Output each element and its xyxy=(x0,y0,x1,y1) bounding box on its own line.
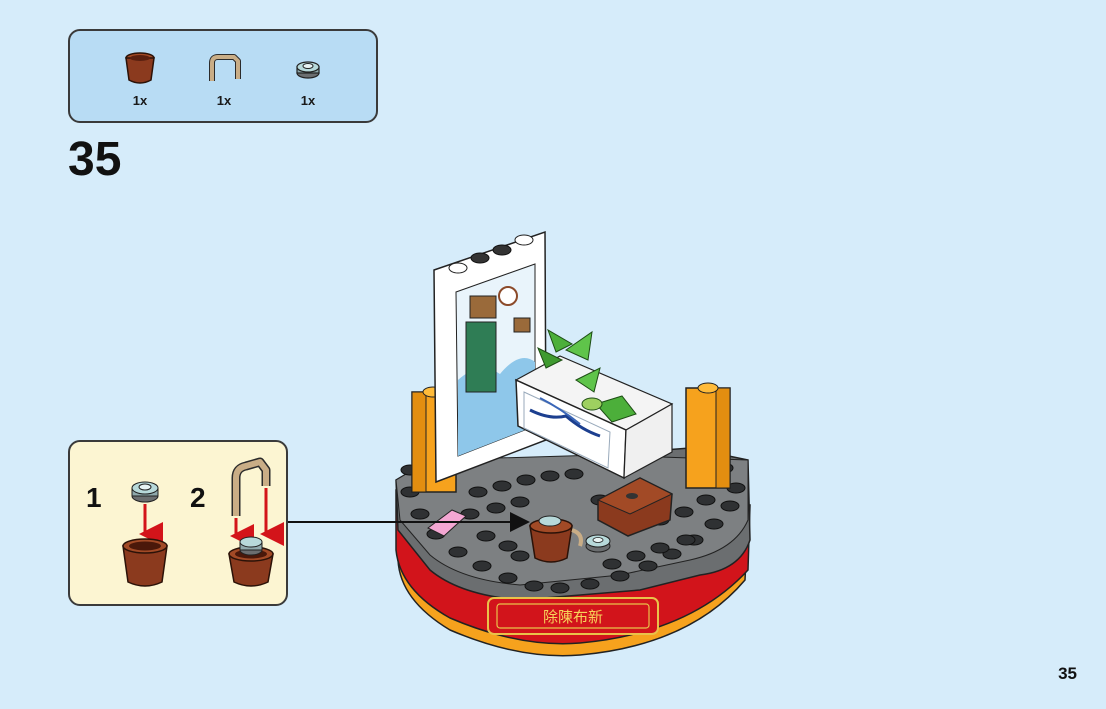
stud xyxy=(705,519,723,529)
stud xyxy=(603,559,621,569)
stud xyxy=(639,561,657,571)
stud xyxy=(565,469,583,479)
picture-panel xyxy=(434,232,546,482)
stud xyxy=(493,481,511,491)
stud xyxy=(581,579,599,589)
stud xyxy=(511,551,529,561)
round-plate-icon xyxy=(586,535,610,552)
stud xyxy=(449,547,467,557)
stud xyxy=(675,507,693,517)
stud xyxy=(627,551,645,561)
page-number: 35 xyxy=(1058,664,1077,684)
stud xyxy=(487,503,505,513)
stud xyxy=(499,541,517,551)
stud xyxy=(517,475,535,485)
stud xyxy=(525,581,543,591)
stud xyxy=(611,571,629,581)
stud xyxy=(499,573,517,583)
stud xyxy=(651,543,669,553)
stud xyxy=(511,497,529,507)
stud xyxy=(677,535,695,545)
stud xyxy=(721,501,739,511)
planter-box xyxy=(516,330,672,478)
stud xyxy=(551,583,569,593)
stud xyxy=(469,487,487,497)
stud xyxy=(477,531,495,541)
stud xyxy=(697,495,715,505)
stud xyxy=(411,509,429,519)
stud xyxy=(473,561,491,571)
banner-text: 除陳布新 xyxy=(543,608,603,626)
right-pillar xyxy=(686,383,730,488)
stud xyxy=(541,471,559,481)
banner-plaque: 除陳布新 xyxy=(488,598,658,634)
